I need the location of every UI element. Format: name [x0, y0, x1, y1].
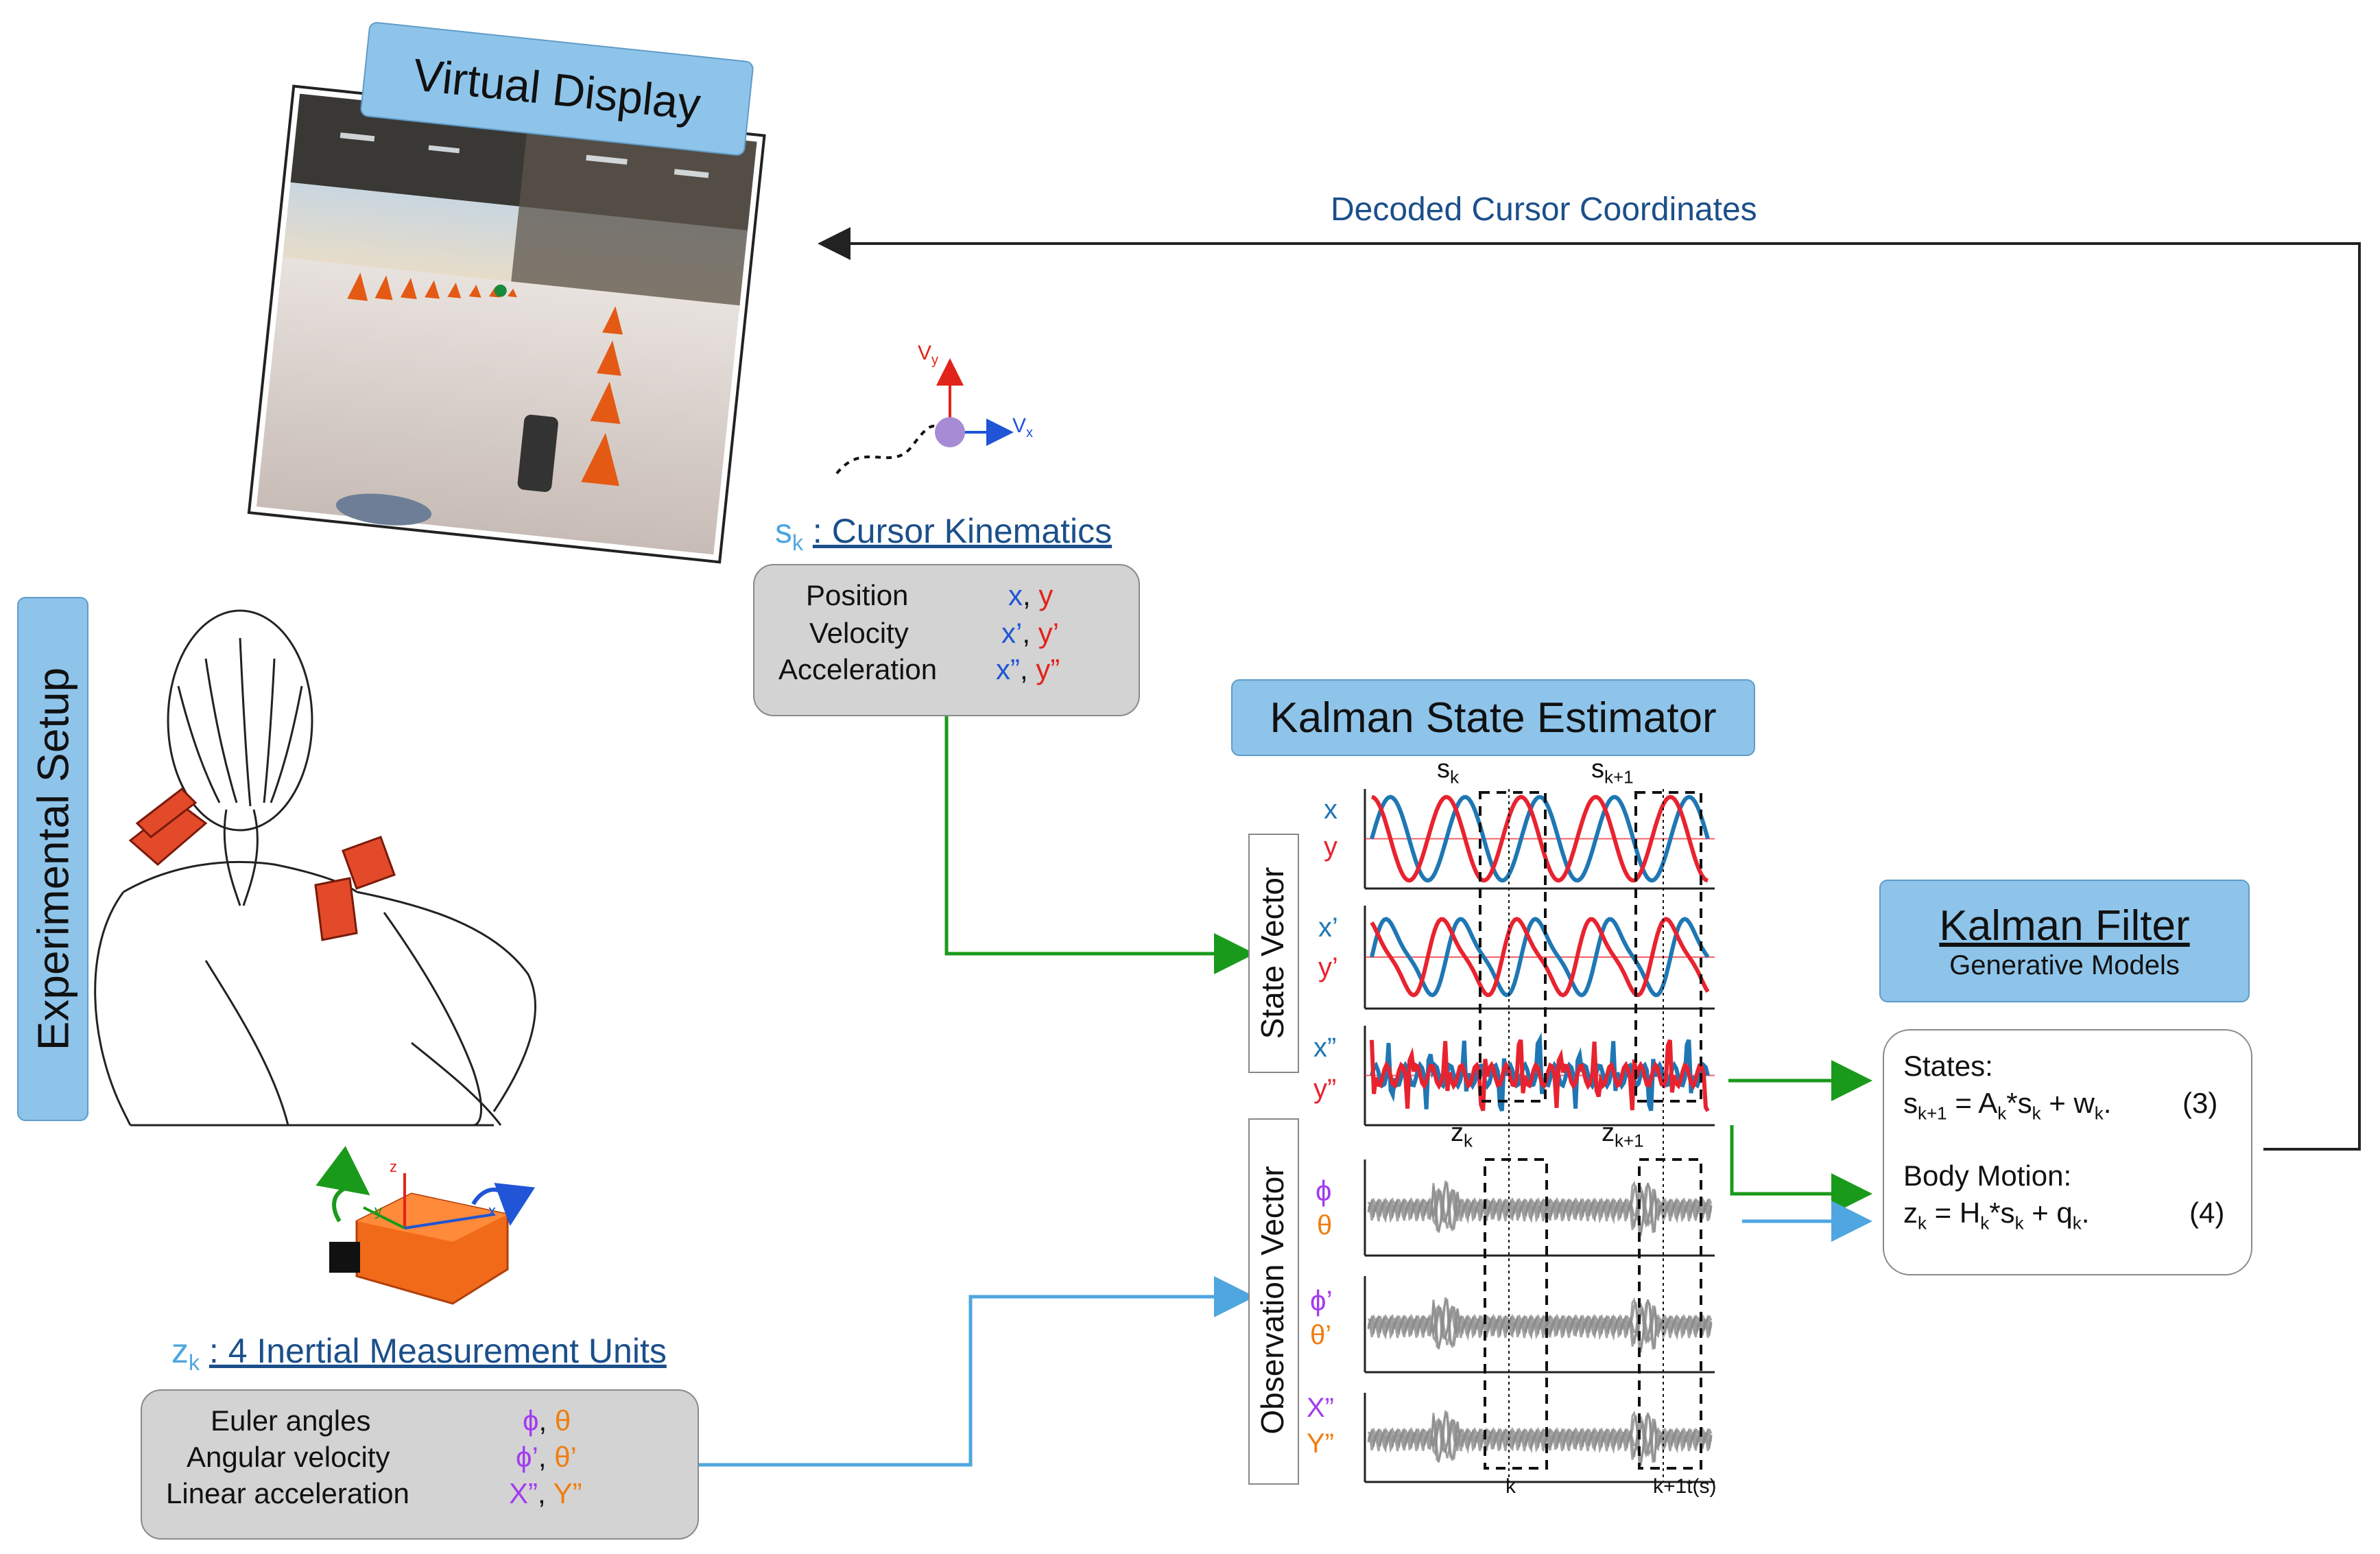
state-label-x: x: [1324, 794, 1337, 825]
state-label-xp: x’: [1318, 913, 1338, 943]
imu-row-angular: Angular velocity: [187, 1441, 390, 1473]
body-motion-equation: zk = Hk*sk + qk.: [1903, 1197, 2090, 1234]
state-label-xpp: x”: [1313, 1033, 1337, 1063]
obs-label-thetap: θ’: [1310, 1320, 1332, 1350]
estimator-plots: [1364, 789, 1715, 1483]
obs-label-xpp: X”: [1307, 1393, 1334, 1423]
cursor-row-velocity: Velocity: [809, 617, 909, 649]
observation-trace: [1367, 1302, 1713, 1340]
state-input-arrow: [944, 714, 1255, 974]
imu-axis-y: y: [374, 1202, 382, 1219]
experimental-setup-box: Experimental Setup: [17, 597, 88, 1121]
imu-row-linear-values: X”, Y”: [509, 1477, 582, 1509]
imu-box: Euler angles ϕ, θ Angular velocity ϕ’, θ…: [141, 1389, 699, 1540]
observation-vector-box: [1248, 1118, 1299, 1485]
kalman-filter-title: Kalman Filter: [1939, 902, 2190, 950]
velocity-y-label: Vy: [918, 342, 939, 368]
body-motion-equation-number: (4): [2189, 1197, 2225, 1229]
axis-label-k: k: [1506, 1475, 1516, 1498]
estimator-title: Kalman State Estimator: [1270, 694, 1717, 742]
trace-x: [1370, 917, 1710, 998]
imu-row-linear: Linear acceleration: [166, 1477, 409, 1509]
time-window-box: [1634, 791, 1702, 1103]
plot-label-sk: sk: [1437, 755, 1459, 788]
trace-y: [1371, 794, 1709, 883]
plot-label-zk1: zk+1: [1602, 1118, 1644, 1151]
state-label-yp: y’: [1318, 952, 1338, 982]
velocity-x-label: Vx: [1012, 414, 1034, 440]
experimental-setup-title: Experimental Setup: [28, 667, 78, 1051]
imu-axis-x: x: [488, 1202, 496, 1219]
time-window-box: [1479, 791, 1547, 1103]
imu-axis-z: z: [390, 1158, 397, 1175]
plot-label-sk1: sk+1: [1591, 755, 1634, 788]
observation-trace: [1367, 1415, 1713, 1453]
virtual-display-title: Virtual Display: [410, 48, 704, 130]
trace-y: [1370, 1039, 1710, 1112]
time-window-box: [1638, 1158, 1702, 1470]
obs-label-phi: ϕ: [1316, 1175, 1332, 1207]
cursor-row-velocity-values: x’, y’: [1001, 617, 1060, 649]
trace-y: [1370, 917, 1710, 998]
state-vector-box: [1248, 834, 1299, 1073]
obs-label-phip: ϕ’: [1310, 1284, 1333, 1317]
observation-vector-label: Observation Vector: [1254, 1166, 1290, 1435]
obs-label-theta: θ: [1317, 1210, 1333, 1240]
state-to-body-arrow: [1730, 1125, 1872, 1214]
person-drawing: [94, 609, 536, 1127]
imu-device-icon: [316, 1146, 536, 1305]
feedback-label: Decoded Cursor Coordinates: [1331, 191, 1757, 228]
cursor-kinematics-box: Position x, y Velocity x’, y’ Accelerati…: [753, 564, 1140, 716]
state-label-ypp: y”: [1313, 1074, 1337, 1104]
kalman-filter-equations-box: States: sk+1 = Ak*sk + wk. (3) Body Moti…: [1883, 1029, 2252, 1275]
state-vector-label: State Vector: [1254, 867, 1290, 1039]
trace-x: [1370, 794, 1710, 883]
observation-trace: [1367, 1307, 1713, 1347]
imu-row-euler-values: ϕ, θ: [523, 1404, 571, 1437]
observation-trace: [1367, 1420, 1713, 1460]
state-label-y: y: [1324, 832, 1337, 862]
imu-row-euler: Euler angles: [211, 1404, 371, 1437]
observation-trace: [1367, 1190, 1713, 1230]
states-label: States:: [1903, 1050, 1993, 1082]
states-equation: sk+1 = Ak*sk + wk.: [1903, 1087, 2112, 1124]
imu-sensors-on-person: [128, 788, 396, 941]
feedback-arrow: [818, 227, 2361, 1151]
body-motion-label: Body Motion:: [1903, 1159, 2072, 1192]
virtual-display-screen: [247, 84, 766, 564]
kalman-filter-title-box: Kalman Filter Generative Models: [1879, 880, 2250, 1002]
cursor-row-acceleration-values: x”, y”: [996, 653, 1060, 685]
states-equation-number: (3): [2182, 1087, 2218, 1119]
time-window-box: [1484, 1158, 1548, 1470]
observation-input-arrow: [696, 1276, 1255, 1467]
axis-label-k1: k+1t(s): [1653, 1475, 1717, 1498]
cursor-kinematics-icon: [835, 358, 1014, 475]
cursor-row-position-values: x, y: [1008, 579, 1054, 611]
kalman-filter-subtitle: Generative Models: [1949, 950, 2180, 980]
imu-row-angular-values: ϕ’, θ’: [516, 1441, 577, 1473]
imu-heading: zk : 4 Inertial Measurement Units: [171, 1332, 667, 1375]
plot-label-zk: zk: [1451, 1118, 1473, 1151]
obs-label-ypp: Y”: [1307, 1428, 1334, 1459]
cursor-row-acceleration: Acceleration: [778, 653, 938, 685]
estimator-title-box: Kalman State Estimator: [1231, 679, 1755, 756]
cursor-row-position: Position: [806, 579, 909, 611]
observation-trace: [1367, 1186, 1713, 1223]
cursor-kinematics-heading: sk : Cursor Kinematics: [775, 512, 1112, 555]
